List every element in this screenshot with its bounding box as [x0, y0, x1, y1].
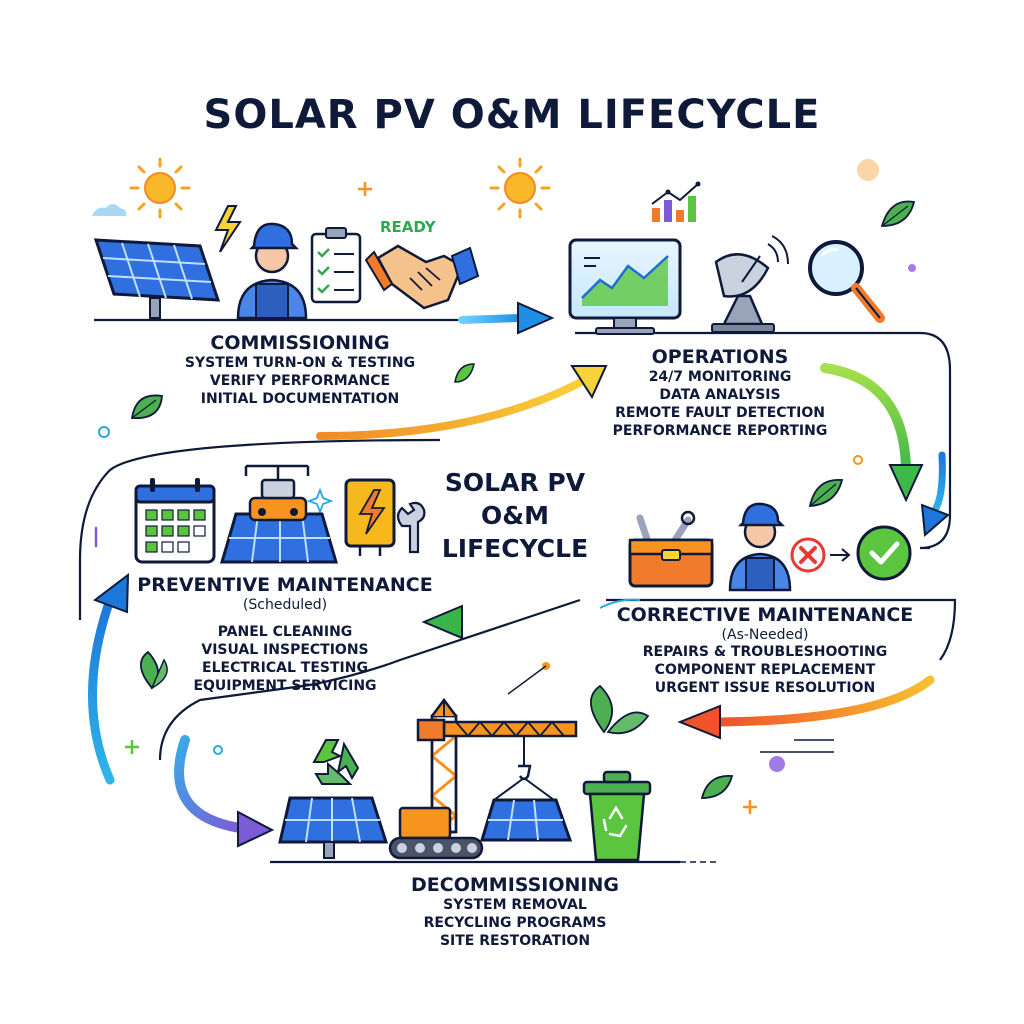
stage-title: CORRECTIVE MAINTENANCE — [616, 604, 914, 626]
stage-item: SITE RESTORATION — [439, 933, 591, 949]
dot-decoration — [857, 159, 879, 181]
monitor-icon — [568, 238, 682, 335]
arrow-orange-return — [715, 675, 935, 727]
cloud-icon — [92, 204, 127, 216]
decorations — [92, 157, 916, 863]
preventive-icons — [134, 464, 426, 564]
stage-item: EQUIPMENT SERVICING — [193, 678, 377, 694]
stage-title: PREVENTIVE MAINTENANCE — [137, 574, 433, 596]
plus-icon — [125, 740, 139, 754]
leaf-icon — [590, 684, 650, 735]
arrow-to-operations — [458, 314, 524, 324]
center-title-line: SOLAR PV — [444, 468, 586, 497]
decommissioning-icons — [278, 697, 652, 862]
flow-path — [78, 318, 957, 864]
stage-preventive: PREVENTIVE MAINTENANCE (Scheduled) PANEL… — [120, 574, 450, 695]
corrective-icons — [628, 502, 912, 592]
stage-corrective: CORRECTIVE MAINTENANCE (As-Needed) REPAI… — [600, 604, 930, 697]
stage-title: DECOMMISSIONING — [411, 874, 619, 896]
arrow-to-corrective — [820, 363, 911, 475]
lightning-icon — [214, 205, 242, 253]
stage-title: COMMISSIONING — [210, 332, 390, 354]
stage-title: OPERATIONS — [651, 346, 789, 368]
dot-decoration — [853, 455, 863, 465]
wrench-icon — [396, 501, 426, 554]
dot-decoration — [213, 745, 223, 755]
stage-commissioning: COMMISSIONING SYSTEM TURN-ON & TESTING V… — [120, 332, 480, 408]
leaf-icon — [140, 650, 168, 690]
plus-icon — [743, 800, 757, 814]
dot-decoration — [908, 264, 916, 272]
center-title-line: LIFECYCLE — [441, 534, 589, 563]
stage-item: RECYCLING PROGRAMS — [423, 915, 607, 931]
stage-item: REMOTE FAULT DETECTION — [615, 405, 825, 421]
satellite-dish-icon — [711, 235, 789, 333]
flow-arrows — [88, 301, 950, 848]
arrow-up-left — [88, 595, 115, 785]
stage-item: SYSTEM REMOVAL — [443, 897, 587, 913]
center-title-line: O&M — [481, 501, 549, 530]
inverter-icon — [344, 478, 396, 556]
bar-chart-icon — [651, 181, 701, 222]
arrow-up-to-operations — [316, 376, 589, 440]
stage-item: PANEL CLEANING — [217, 624, 353, 640]
stage-item: VISUAL INSPECTIONS — [201, 642, 369, 658]
solar-panel-icon — [93, 238, 221, 319]
stage-item: COMPONENT REPLACEMENT — [654, 662, 876, 678]
stage-item: DATA ANALYSIS — [659, 387, 781, 403]
recycle-icon — [312, 739, 360, 785]
success-icon — [856, 525, 912, 581]
stage-item: URGENT ISSUE RESOLUTION — [654, 680, 876, 696]
stage-item: REPAIRS & TROUBLESHOOTING — [642, 644, 888, 660]
leaf-icon — [700, 775, 734, 799]
cleaning-robot-icon — [220, 464, 338, 564]
stage-item: PERFORMANCE REPORTING — [612, 423, 828, 439]
operations-icons — [568, 181, 885, 335]
technician-icon — [728, 502, 792, 592]
stage-item: SYSTEM TURN-ON & TESTING — [184, 355, 416, 371]
plus-icon — [358, 182, 372, 196]
sun-icon — [489, 157, 551, 219]
stage-item: ELECTRICAL TESTING — [202, 660, 368, 676]
error-icon — [790, 537, 826, 573]
center-title: SOLAR PV O&M LIFECYCLE — [400, 466, 630, 565]
stage-operations: OPERATIONS 24/7 MONITORING DATA ANALYSIS… — [570, 346, 870, 440]
stage-item: VERIFY PERFORMANCE — [209, 373, 391, 389]
leaf-icon — [880, 200, 916, 227]
recycle-bin-icon — [582, 770, 652, 862]
sun-icon — [129, 157, 191, 219]
stage-item: INITIAL DOCUMENTATION — [200, 391, 400, 407]
magnifier-icon — [808, 240, 885, 323]
stage-item: 24/7 MONITORING — [648, 369, 792, 385]
toolbox-icon — [628, 510, 714, 588]
solar-panel-icon — [278, 796, 389, 859]
calendar-icon — [134, 478, 216, 564]
page-title: SOLAR PV O&M LIFECYCLE — [203, 92, 821, 138]
crane-icon — [388, 697, 578, 860]
leaf-icon — [130, 394, 163, 419]
dot-decoration — [769, 756, 785, 772]
checklist-icon — [310, 227, 362, 304]
technician-icon — [236, 222, 308, 320]
commissioning-icons — [93, 205, 480, 320]
leaf-icon — [808, 479, 844, 507]
stage-subtitle: (Scheduled) — [242, 597, 328, 613]
lifted-panel-icon — [479, 777, 573, 842]
stage-subtitle: (As-Needed) — [721, 627, 809, 643]
dot-decoration — [98, 426, 110, 438]
sparkle-icon — [306, 487, 334, 515]
arrow-to-decommissioning — [174, 735, 245, 833]
leaf-icon — [454, 363, 475, 383]
stage-decommissioning: DECOMMISSIONING SYSTEM REMOVAL RECYCLING… — [360, 874, 670, 950]
handshake-icon — [364, 244, 480, 310]
ready-label: READY — [380, 218, 436, 236]
